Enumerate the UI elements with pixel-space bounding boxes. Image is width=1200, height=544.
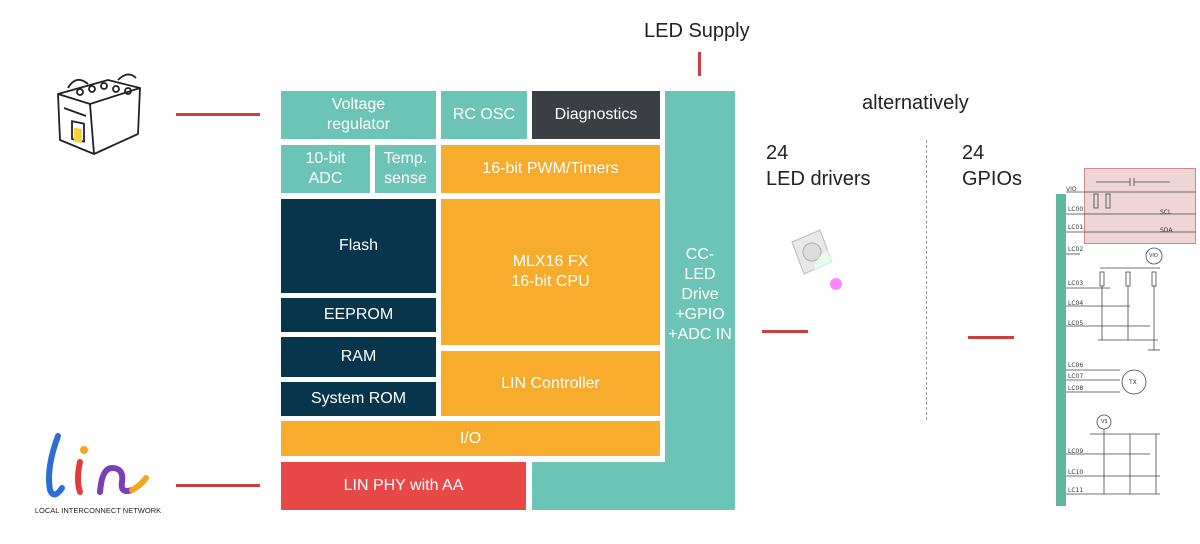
pin-label-lc02: LC02 bbox=[1068, 246, 1084, 253]
signal-label-scl: SCL bbox=[1160, 209, 1172, 216]
system-rom-block: System ROM bbox=[281, 382, 436, 416]
ram-block: RAM bbox=[281, 337, 436, 377]
io-block: I/O bbox=[281, 421, 660, 456]
pin-label-lc04: LC04 bbox=[1068, 300, 1084, 307]
signal-label-sda: SDA bbox=[1160, 227, 1173, 234]
temp-sense-block: Temp. sense bbox=[375, 145, 436, 193]
pin-label-lc01: LC01 bbox=[1068, 224, 1084, 231]
cpu-block: MLX16 FX 16-bit CPU bbox=[441, 199, 660, 345]
option-divider bbox=[926, 140, 927, 420]
adc-block: 10-bit ADC bbox=[281, 145, 370, 193]
gpio-schematic: VIO LC00 LC01 LC02 LC03 LC04 LC05 LC06 L… bbox=[1030, 164, 1200, 514]
gpios-label: 24 GPIOs bbox=[962, 142, 1023, 190]
pin-label-lc07: LC07 bbox=[1068, 373, 1084, 380]
led-supply-connector bbox=[698, 52, 701, 76]
gpio-connector bbox=[968, 336, 1014, 339]
led-drivers-label: 24 LED drivers bbox=[766, 142, 871, 190]
pwm-timers-block: 16-bit PWM/Timers bbox=[441, 145, 660, 193]
led-connector bbox=[762, 330, 808, 333]
cc-led-drive-foot bbox=[532, 462, 735, 510]
rgb-led-icon bbox=[786, 220, 886, 320]
pin-label-lc03: LC03 bbox=[1068, 280, 1084, 287]
rc-osc-block: RC OSC bbox=[441, 91, 527, 139]
schematic-pin-bar bbox=[1056, 194, 1066, 506]
pin-label-lc00: LC00 bbox=[1068, 206, 1084, 213]
diagnostics-block: Diagnostics bbox=[532, 91, 660, 139]
pin-label-vio: VIO bbox=[1066, 186, 1077, 193]
lin-controller-block: LIN Controller bbox=[441, 351, 660, 416]
eeprom-block: EEPROM bbox=[281, 298, 436, 332]
cc-led-drive-label: CC- LED Drive +GPIO +ADC IN bbox=[668, 246, 732, 343]
cc-led-drive-column bbox=[665, 91, 735, 510]
supply-label-vio: VIO bbox=[1149, 253, 1158, 259]
lin-phy-block: LIN PHY with AA bbox=[281, 462, 526, 510]
pin-label-lc11: LC11 bbox=[1068, 487, 1084, 494]
pin-label-lc06: LC06 bbox=[1068, 362, 1084, 369]
car-battery-icon bbox=[48, 64, 148, 164]
flash-block: Flash bbox=[281, 199, 436, 293]
lin-connector bbox=[176, 484, 260, 487]
lin-logo-icon: LOCAL INTERCONNECT NETWORK bbox=[28, 428, 168, 518]
supply-label-vs: VS bbox=[1101, 419, 1108, 425]
pin-label-lc05: LC05 bbox=[1068, 320, 1084, 327]
battery-connector bbox=[176, 113, 260, 116]
pin-label-lc09: LC09 bbox=[1068, 448, 1084, 455]
schematic-i2c-box bbox=[1084, 168, 1196, 244]
pin-label-lc08: LC08 bbox=[1068, 385, 1084, 392]
led-supply-label: LED Supply bbox=[644, 20, 750, 42]
lin-logo-caption: LOCAL INTERCONNECT NETWORK bbox=[34, 506, 162, 515]
pin-label-lc10: LC10 bbox=[1068, 469, 1084, 476]
voltage-regulator-block: Voltage regulator bbox=[281, 91, 436, 139]
alternatively-label: alternatively bbox=[862, 92, 969, 114]
driver-label-tx: TX bbox=[1129, 379, 1137, 386]
